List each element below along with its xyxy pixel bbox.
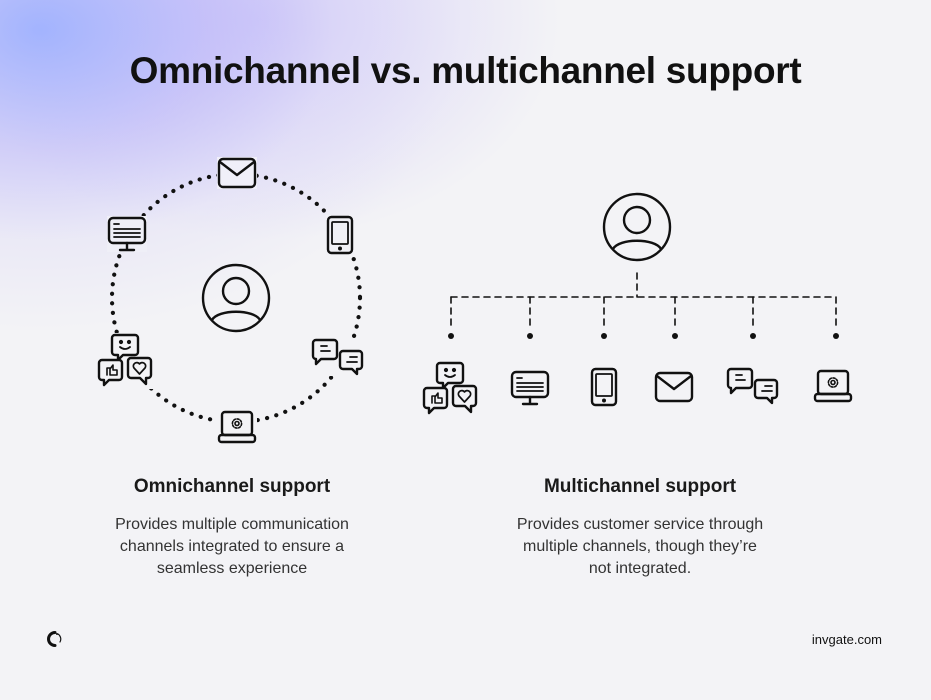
page-title: Omnichannel vs. multichannel support [129, 50, 802, 91]
user-avatar-icon [602, 192, 672, 262]
description-line: not integrated. [588, 560, 692, 577]
multichannel-diagram [422, 192, 853, 415]
multichannel-description: Provides customer service through multip… [470, 514, 810, 580]
laptop-settings-icon [813, 369, 853, 403]
email-icon [217, 157, 257, 189]
laptop-settings-icon [217, 410, 257, 444]
omnichannel-description: Provides multiple communication channels… [62, 514, 402, 580]
chat-bubbles-icon [311, 338, 364, 376]
description-line: channels integrated to ensure a [119, 538, 345, 555]
description-line: multiple channels, though they’re [523, 538, 757, 555]
description-line: Provides multiple communication [115, 516, 349, 533]
connector-lines [450, 272, 837, 331]
social-reactions-icon [97, 333, 154, 389]
multichannel-heading: Multichannel support [543, 476, 737, 497]
tablet-icon [590, 367, 618, 407]
email-icon [654, 371, 694, 403]
omnichannel-heading: Omnichannel support [133, 476, 331, 497]
social-reactions-icon [422, 361, 478, 415]
tablet-icon [326, 215, 354, 255]
monitor-icon [510, 370, 550, 406]
description-line: seamless experience [156, 560, 308, 577]
omnichannel-diagram [97, 157, 364, 444]
connector-dots [448, 333, 839, 339]
description-line: Provides customer service through [516, 516, 764, 533]
monitor-icon [107, 216, 147, 252]
footer-url[interactable]: invgate.com [811, 632, 882, 647]
chat-bubbles-icon [726, 367, 779, 405]
invgate-logo-icon [47, 631, 62, 647]
user-avatar-icon [201, 263, 271, 333]
